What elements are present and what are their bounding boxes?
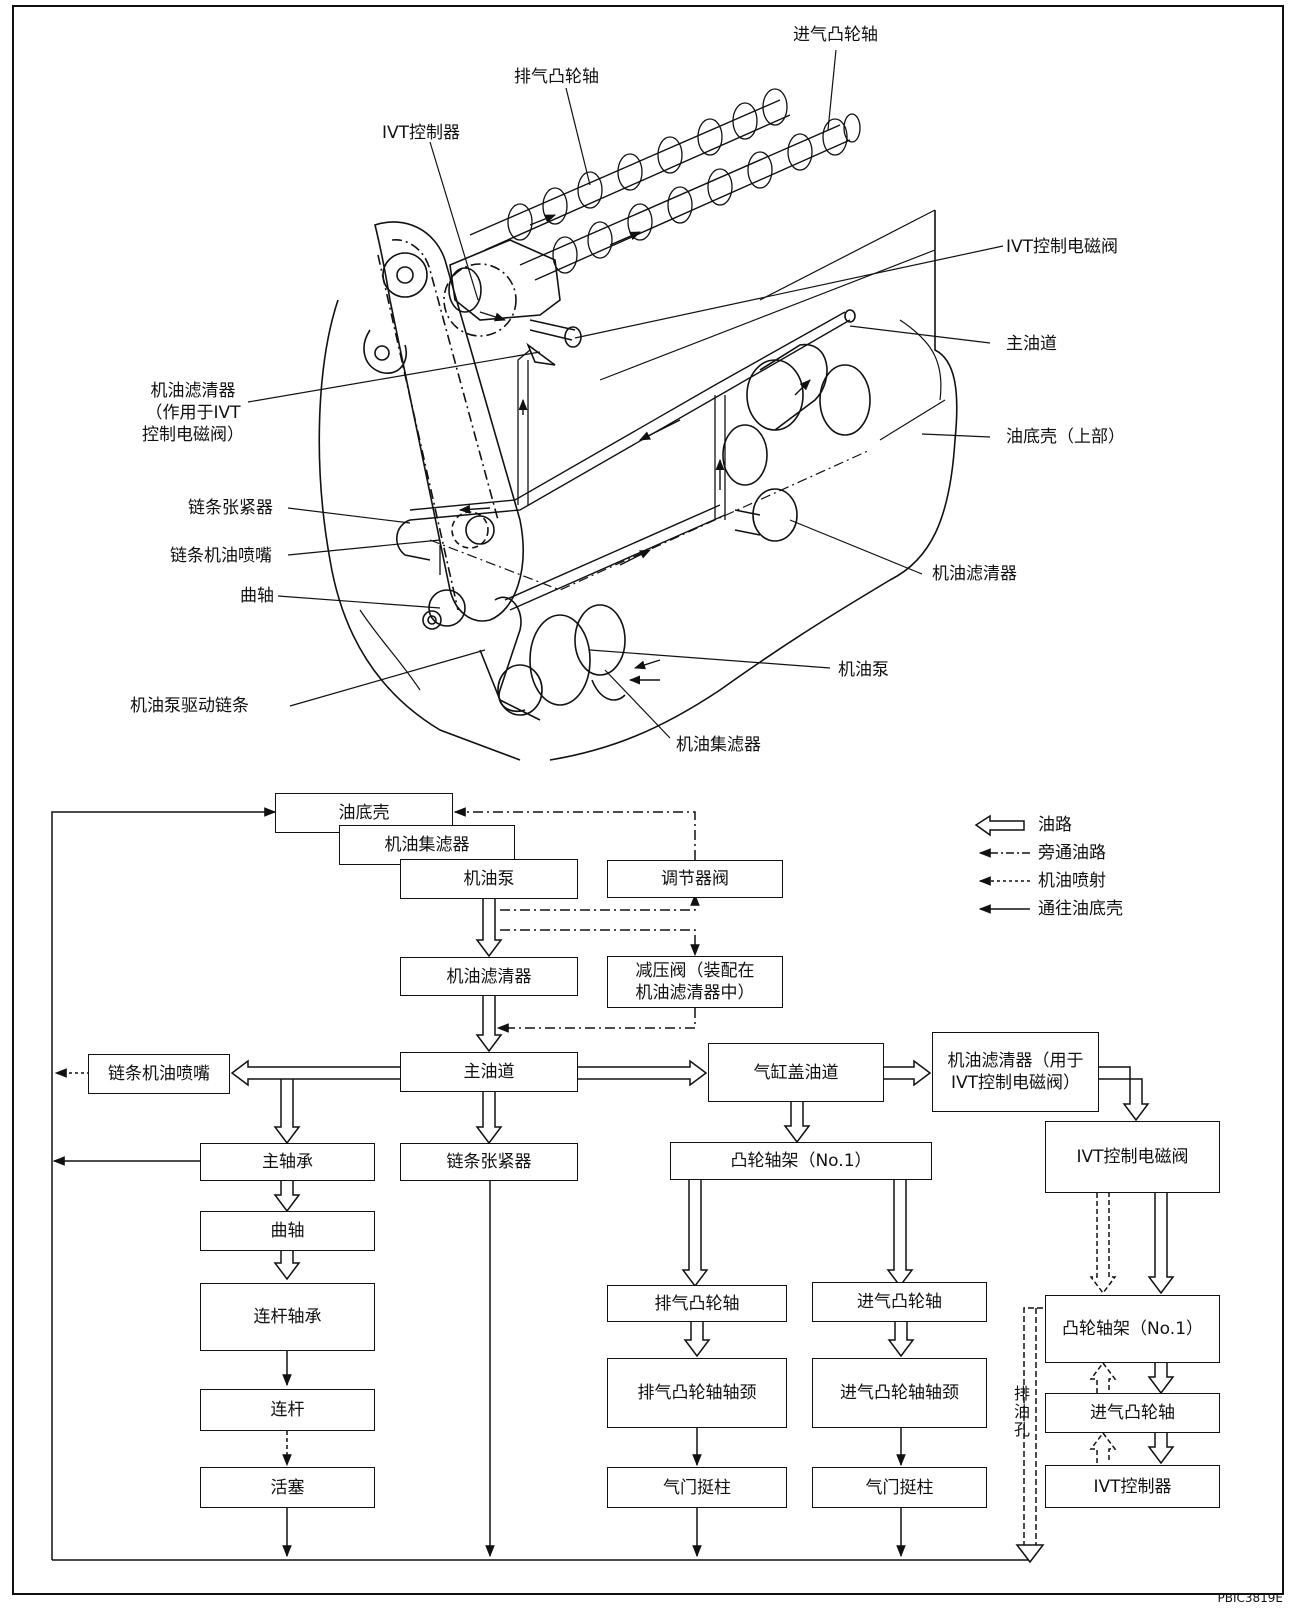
label-exhaust-camshaft: 排气凸轮轴 xyxy=(514,67,599,87)
box-valve-lifter-exhaust: 气门挺柱 xyxy=(607,1467,787,1508)
label-drain-hole: 排油孔 xyxy=(1013,1384,1030,1439)
box-strainer: 机油集滤器 xyxy=(339,825,515,865)
box-head-gallery: 气缸盖油道 xyxy=(708,1043,884,1102)
label-oil-filter: 机油滤清器 xyxy=(932,564,1017,584)
oil-path-arrows xyxy=(230,899,1175,1465)
label-main-gallery: 主油道 xyxy=(1006,334,1057,354)
box-intake-camshaft-ivt: 进气凸轮轴 xyxy=(1045,1393,1220,1433)
label-ivt-solenoid: IVT控制电磁阀 xyxy=(1006,237,1119,257)
box-cam-bracket: 凸轮轴架（No.1） xyxy=(670,1142,932,1180)
box-piston: 活塞 xyxy=(200,1467,375,1508)
box-cam-bracket-ivt: 凸轮轴架（No.1） xyxy=(1045,1295,1220,1363)
label-oil-pump: 机油泵 xyxy=(838,660,889,680)
label-pump-chain: 机油泵驱动链条 xyxy=(130,696,249,716)
box-conrod-bearing: 连杆轴承 xyxy=(200,1283,375,1351)
label-ivt-controller: IVT控制器 xyxy=(382,123,461,143)
label-chain-tensioner: 链条张紧器 xyxy=(188,498,273,518)
engine-flow-arrows xyxy=(458,214,811,685)
legend-oil-path: 油路 xyxy=(1038,815,1072,835)
leader-lines xyxy=(247,49,1004,739)
label-chain-jet: 链条机油喷嘴 xyxy=(170,546,272,566)
label-oil-pan-upper: 油底壳（上部） xyxy=(1006,427,1125,447)
label-strainer: 机油集滤器 xyxy=(676,735,761,755)
legend-to-pan: 通往油底壳 xyxy=(1038,899,1123,919)
box-intake-journal: 进气凸轮轴轴颈 xyxy=(812,1358,987,1428)
box-main-gallery: 主油道 xyxy=(400,1052,578,1092)
legend-oil-jet: 机油喷射 xyxy=(1038,871,1106,891)
legend-symbols xyxy=(974,814,1030,914)
box-valve-lifter-intake: 气门挺柱 xyxy=(812,1467,987,1508)
box-regulator: 调节器阀 xyxy=(607,860,783,898)
box-pump: 机油泵 xyxy=(400,859,578,899)
box-intake-camshaft: 进气凸轮轴 xyxy=(812,1282,987,1322)
engine-illustration xyxy=(318,88,958,761)
box-ivt-filter: 机油滤清器（用于 IVT控制电磁阀） xyxy=(932,1032,1099,1112)
label-oil-filter-ivt: 机油滤清器 （作用于IVT 控制电磁阀） xyxy=(142,381,244,445)
box-main-bearing: 主轴承 xyxy=(200,1143,375,1181)
box-ivt-solenoid: IVT控制电磁阀 xyxy=(1045,1121,1220,1193)
box-conrod: 连杆 xyxy=(200,1389,375,1431)
legend-bypass: 旁通油路 xyxy=(1038,843,1106,863)
flowchart-connectors xyxy=(51,807,1045,1564)
label-intake-camshaft: 进气凸轮轴 xyxy=(793,25,878,45)
box-exhaust-camshaft: 排气凸轮轴 xyxy=(607,1285,787,1322)
box-crankshaft: 曲轴 xyxy=(200,1211,375,1251)
box-exhaust-journal: 排气凸轮轴轴颈 xyxy=(607,1358,787,1428)
box-chain-jet: 链条机油喷嘴 xyxy=(88,1054,230,1094)
label-crankshaft: 曲轴 xyxy=(240,586,274,606)
box-filter: 机油滤清器 xyxy=(400,957,578,996)
box-tensioner: 链条张紧器 xyxy=(400,1143,578,1181)
figure-code: PBIC3819E xyxy=(1217,1591,1283,1605)
figure-frame xyxy=(12,5,1284,1595)
box-relief-valve: 减压阀（装配在 机油滤清器中） xyxy=(607,956,783,1008)
box-ivt-controller: IVT控制器 xyxy=(1045,1465,1220,1508)
